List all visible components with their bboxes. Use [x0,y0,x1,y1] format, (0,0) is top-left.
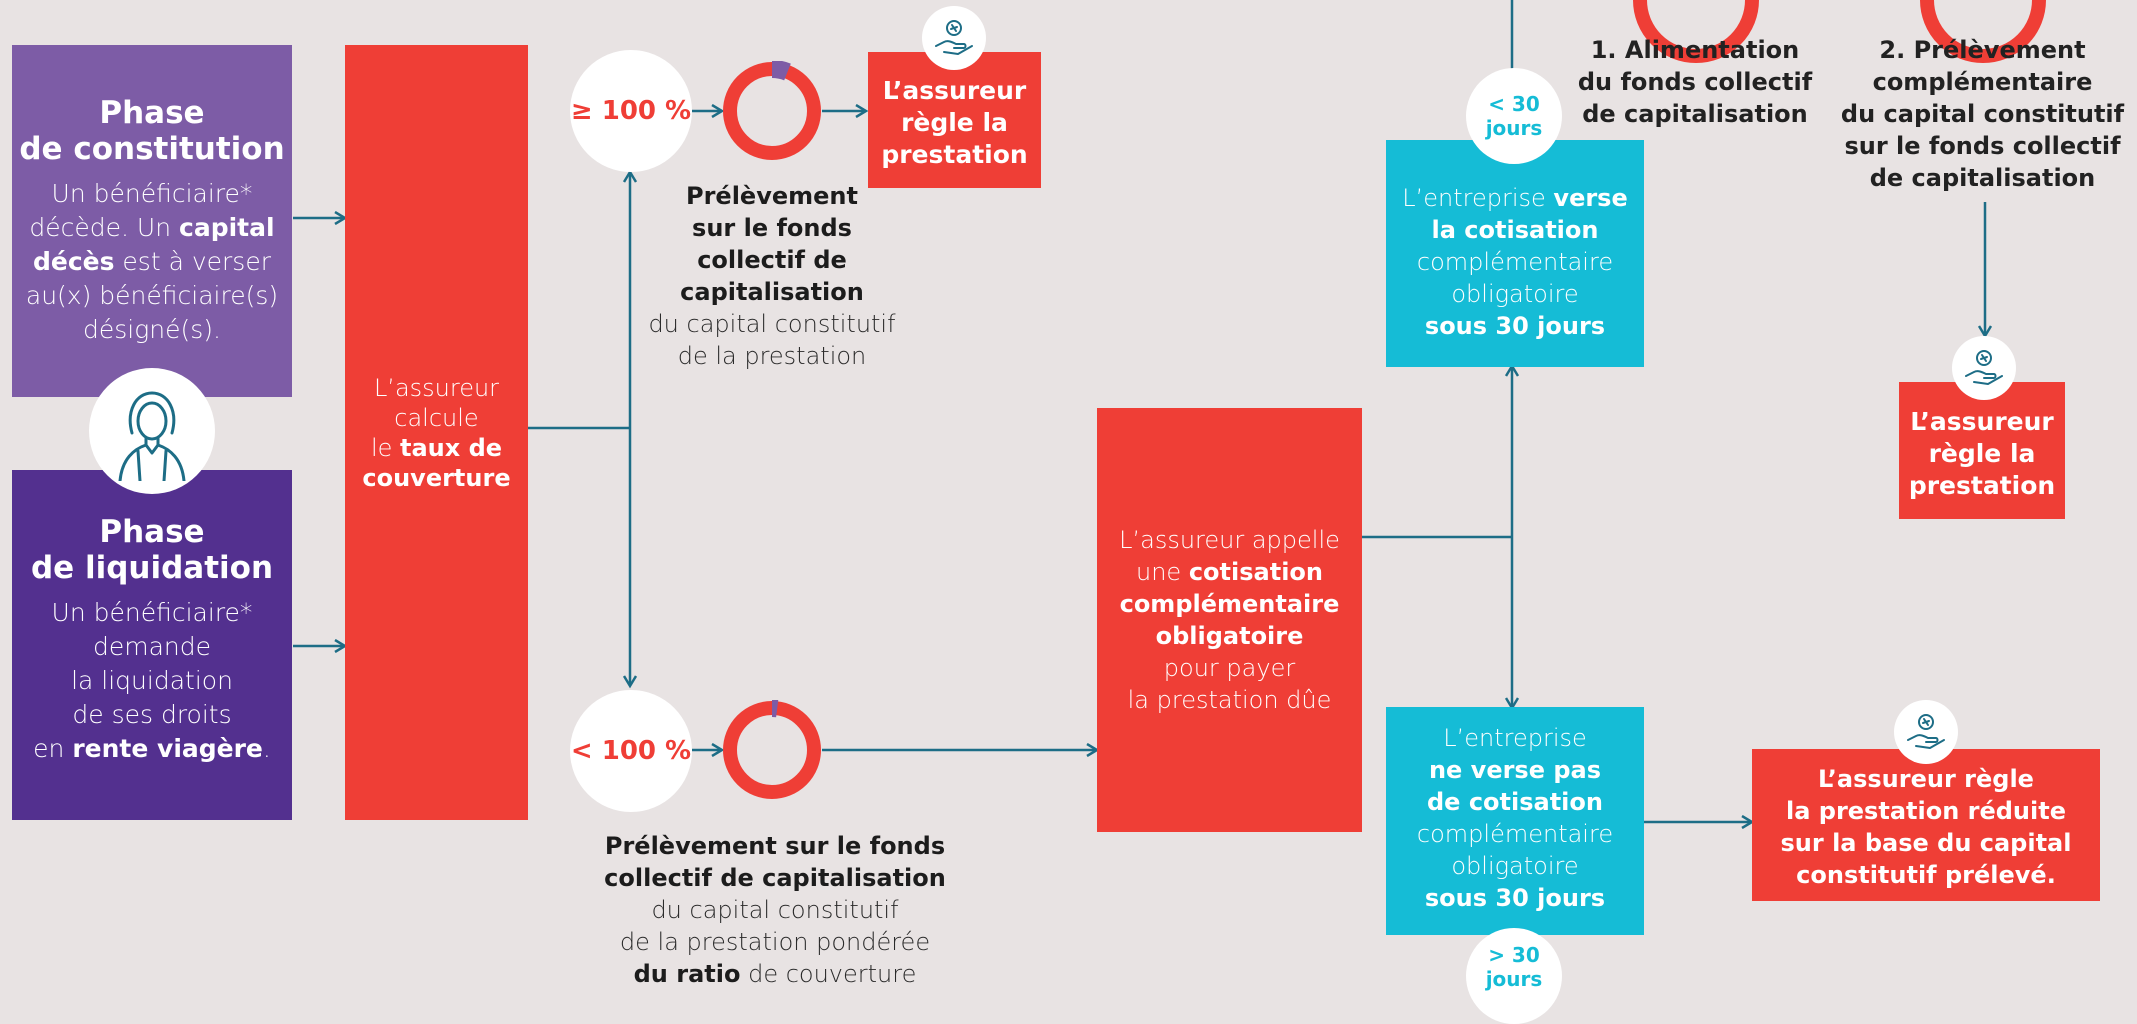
hand-coin-icon [935,20,973,55]
hand-coin-badge-bottom [1894,700,1958,764]
ratio-low-circle: < 100 % [570,690,692,812]
ratio-low-label: < 100 % [570,736,692,766]
ratio-high-circle: ≥ 100 % [570,50,692,172]
hand-coin-badge-right [1952,336,2016,400]
hand-coin-icon [1965,350,2003,385]
assureur-calcule-box: L’assureur calcule le taux de couverture [345,45,528,820]
person-avatar-icon [118,391,186,481]
phase-constitution-title: Phase de constitution [19,95,285,167]
caption-low: Prélèvement sur le fonds collectif de ca… [604,832,946,988]
donut-low-segment [722,700,822,800]
verse-cotisation-box: L’entreprise verse la cotisation complém… [1386,140,1644,367]
phase-constitution-text: Un bénéficiaire* décède. Un capital décè… [25,179,279,344]
beneficiary-avatar [89,368,215,494]
days-more-badge: > 30 jours [1466,928,1562,1024]
donut-low [722,700,822,800]
ne-verse-pas-box: L’entreprise ne verse pas de cotisation … [1386,707,1644,935]
days-less-badge: < 30 jours [1466,68,1562,164]
phase-constitution-box: Phase de constitution Un bénéficiaire* d… [12,45,292,397]
step2-label: 2. Prélèvement complémentaire du capital… [1840,36,2125,192]
reglement-right-box: L’assureur règle la prestation [1899,382,2065,519]
phase-liquidation-box: Phase de liquidation Un bénéficiaire* de… [12,470,292,820]
ratio-high-label: ≥ 100 % [570,96,692,126]
step1-label: 1. Alimentation du fonds collectif de ca… [1577,36,1813,128]
appel-cotisation-box: L’assureur appelle une cotisation complé… [1097,408,1362,832]
donut-high-track [723,62,821,160]
caption-high: Prélèvement sur le fonds collectif de ca… [648,182,896,370]
donut-low-track [723,701,821,799]
hand-coin-icon [1907,714,1945,749]
donut-high-segment [722,61,822,161]
reglement-top-box: L’assureur règle la prestation [868,52,1041,188]
donut-high [722,61,822,161]
phase-liquidation-text: Un bénéficiaire* demande la liquidation … [33,598,271,763]
phase-liquidation-title: Phase de liquidation [30,514,274,586]
hand-coin-badge-top [922,6,986,70]
reglement-reduite-box: L’assureur règle la prestation réduite s… [1752,749,2100,901]
